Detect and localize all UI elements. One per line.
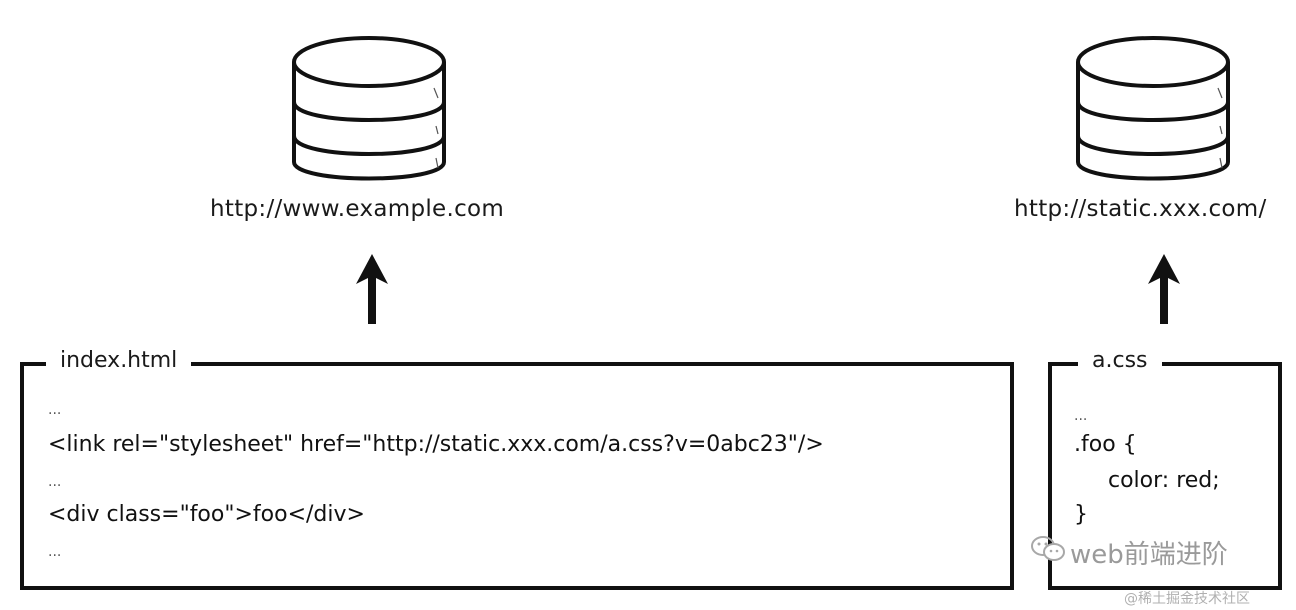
server-url-left: http://www.example.com (210, 196, 505, 222)
database-icon-right (1076, 36, 1230, 181)
watermark-main: web前端进阶 (1070, 540, 1228, 570)
html-code-line-4: <div class="foo">foo</div> (48, 502, 365, 527)
css-code-line-4: } (1074, 502, 1088, 527)
html-code-line-2: <link rel="stylesheet" href="http://stat… (48, 432, 824, 457)
css-file-title: a.css (1078, 348, 1162, 374)
html-file-box (20, 362, 1014, 590)
up-arrow-icon-left (356, 254, 388, 324)
wechat-icon (1031, 536, 1065, 561)
html-code-line-3: ... (48, 474, 62, 490)
watermark-sub: @稀土掘金技术社区 (1124, 591, 1250, 607)
database-icon-left (292, 36, 446, 181)
server-url-right: http://static.xxx.com/ (1014, 196, 1267, 222)
html-code-line-1: ... (48, 402, 62, 418)
css-code-line-3: color: red; (1108, 468, 1220, 493)
html-code-line-5: ... (48, 544, 62, 560)
css-file-box (1048, 362, 1282, 590)
css-code-line-1: ... (1074, 408, 1088, 424)
up-arrow-icon-right (1148, 254, 1180, 324)
html-file-title: index.html (46, 348, 192, 374)
css-code-line-2: .foo { (1074, 432, 1137, 457)
